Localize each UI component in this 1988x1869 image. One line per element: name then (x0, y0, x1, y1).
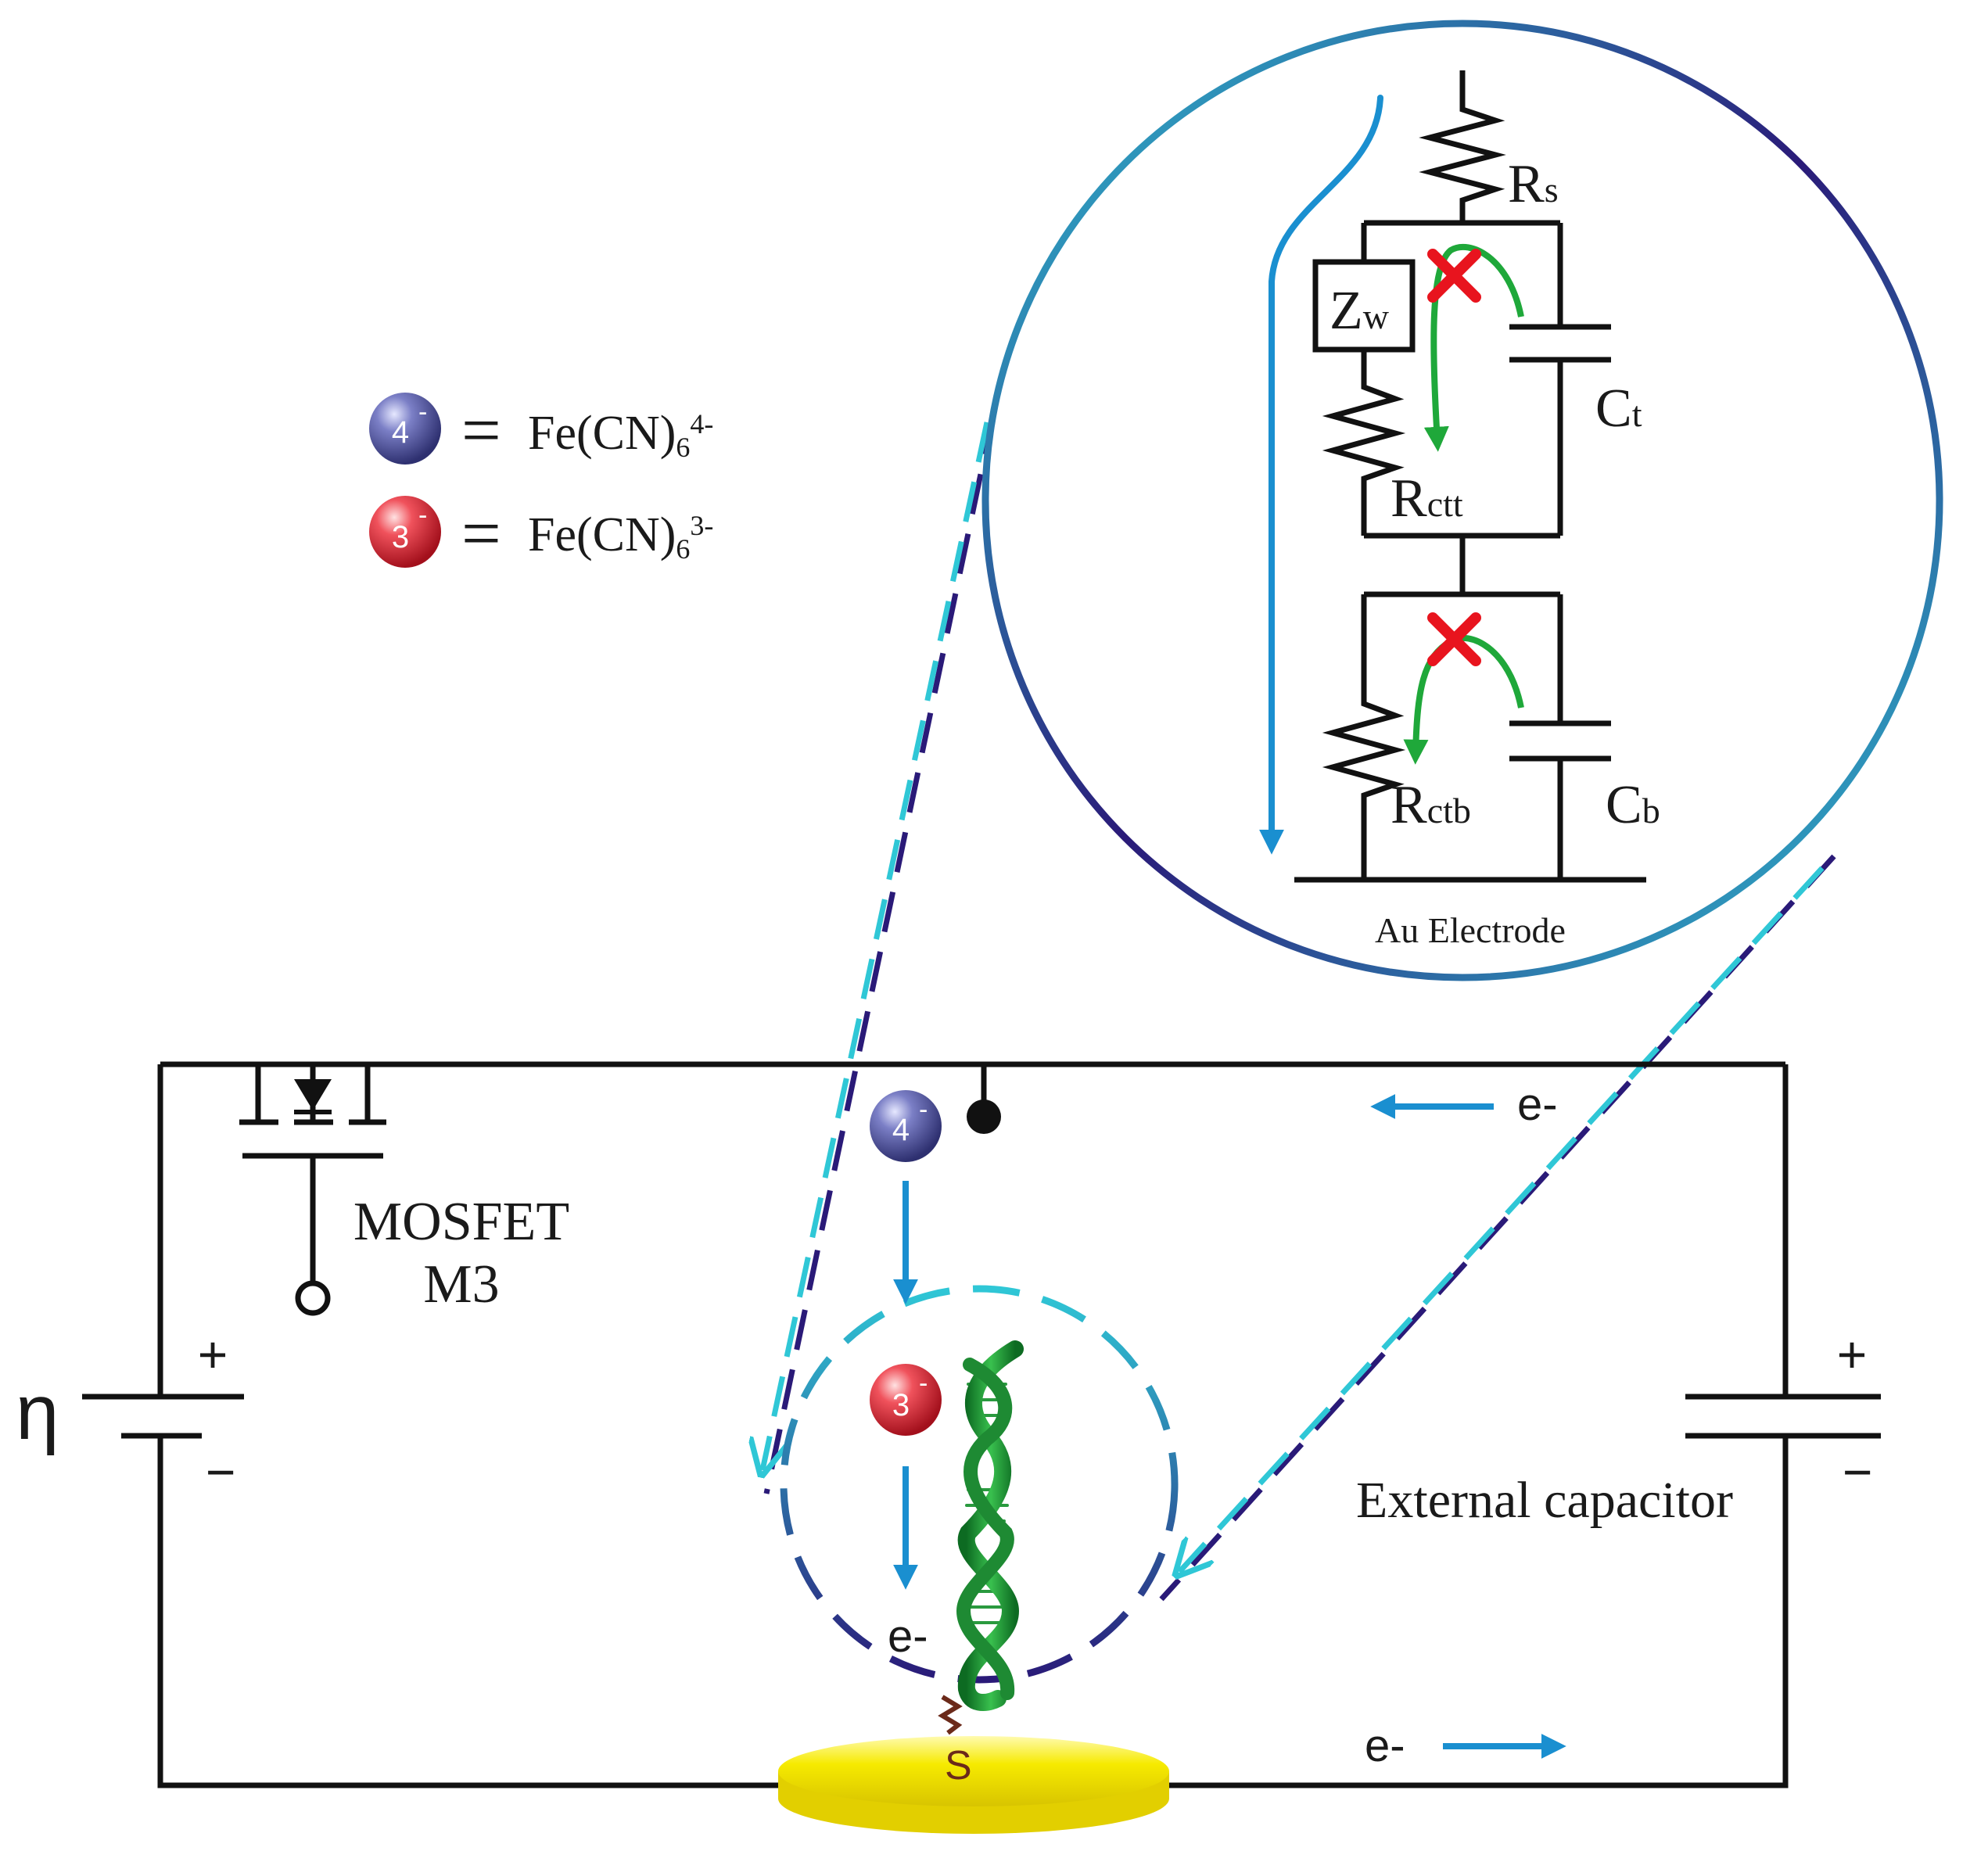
legend-equals-1: = (461, 392, 501, 469)
circuit-wire-bottom-right (1165, 1453, 1789, 1788)
rs-label: Rs (1508, 154, 1559, 214)
thiol-linker (938, 1695, 963, 1735)
zoom-line-right-outer (1159, 854, 1836, 1602)
mosfet-diode-icon (294, 1079, 332, 1110)
zw-label: Zw (1330, 281, 1390, 341)
ferricyanide-legend: 3 - = Fe(CN)63- (369, 495, 713, 572)
ferrocyanide-legend: 4 - = Fe(CN)64- (369, 392, 713, 469)
zw-element (1312, 259, 1416, 353)
zoom-line-left-outer (763, 414, 996, 1494)
gold-electrode (778, 1736, 1169, 1834)
red-x-top (1427, 249, 1481, 303)
legend-equals-2: = (461, 495, 501, 572)
au-electrode-label: Au Electrode (1375, 910, 1566, 950)
mosfet-gate-terminal (295, 1280, 331, 1316)
electron-label-dna: e- (888, 1611, 928, 1662)
dna-strand-a (957, 1340, 1024, 1711)
mosfet-label-line1: MOSFET (353, 1192, 569, 1252)
ferrocyanide-ion-sphere (870, 1090, 942, 1162)
ferrocyanide-ion-icon (369, 393, 441, 465)
red-x-bottom (1427, 612, 1481, 666)
circuit-wire-left-bottom (157, 1453, 778, 1788)
rctb-resistor (1322, 594, 1406, 880)
mosfet-label-line2: M3 (423, 1254, 499, 1315)
ferrocyanide-ion-symbol: 4 (392, 415, 409, 450)
ferrocyanide-ion: 4 - (870, 1090, 942, 1162)
legend: 4 - = Fe(CN)64- 3 - = Fe(CN)63- (369, 392, 713, 572)
capacitor-plus-label: + (1837, 1326, 1868, 1383)
ferricyanide-ion-sphere (870, 1364, 942, 1436)
zoom-lines (763, 414, 1836, 1602)
ferricyanide-ion-symbol: 3 (392, 520, 409, 554)
rctt-label: Rctt (1391, 468, 1463, 529)
gold-electrode-top (778, 1736, 1169, 1806)
dna-helix (956, 1340, 1024, 1711)
ferricyanide-ion-number: 3 (892, 1388, 910, 1422)
battery-minus-label: − (206, 1443, 236, 1501)
equivalent-circuit (1294, 70, 1646, 883)
cb-label: Cb (1606, 775, 1660, 835)
ferricyanide-ion-sign: - (919, 1369, 928, 1398)
thiol-label: S (945, 1743, 972, 1788)
rctb-label: Rctb (1391, 775, 1471, 835)
ferrocyanide-ion-number: 4 (892, 1113, 910, 1147)
capacitor-minus-label: − (1843, 1443, 1873, 1501)
ferricyanide-ion: 3 - (870, 1364, 942, 1436)
inset-ring (981, 20, 1943, 981)
electron-label-bottom: e- (1365, 1720, 1405, 1771)
main-circuit (82, 1061, 1881, 1788)
circuit-node-dot (967, 1100, 1001, 1134)
ferrocyanide-formula: Fe(CN)64- (528, 407, 713, 463)
ferricyanide-ion-icon (369, 496, 441, 568)
ferrocyanide-ion-charge: - (418, 397, 427, 427)
zoom-line-right-inner (1179, 866, 1825, 1572)
ct-label: Ct (1595, 378, 1642, 439)
dna-strand-b (956, 1358, 1015, 1700)
ferricyanide-ion-charge: - (418, 500, 427, 530)
ferrocyanide-ion-sign: - (919, 1095, 928, 1125)
green-arrow-top (1423, 243, 1524, 452)
rctt-resistor (1322, 350, 1406, 536)
rs-resistor (1419, 70, 1506, 223)
electron-label-top: e- (1517, 1079, 1558, 1130)
zoom-line-left-inner (763, 422, 990, 1470)
ferricyanide-formula: Fe(CN)63- (528, 508, 713, 565)
eta-label: η (16, 1369, 59, 1456)
inset-current-arrow (1259, 95, 1383, 855)
battery-plus-label: + (198, 1326, 228, 1383)
external-capacitor-label: External capacitor (1356, 1472, 1733, 1529)
zoom-target-circle (780, 1285, 1179, 1684)
